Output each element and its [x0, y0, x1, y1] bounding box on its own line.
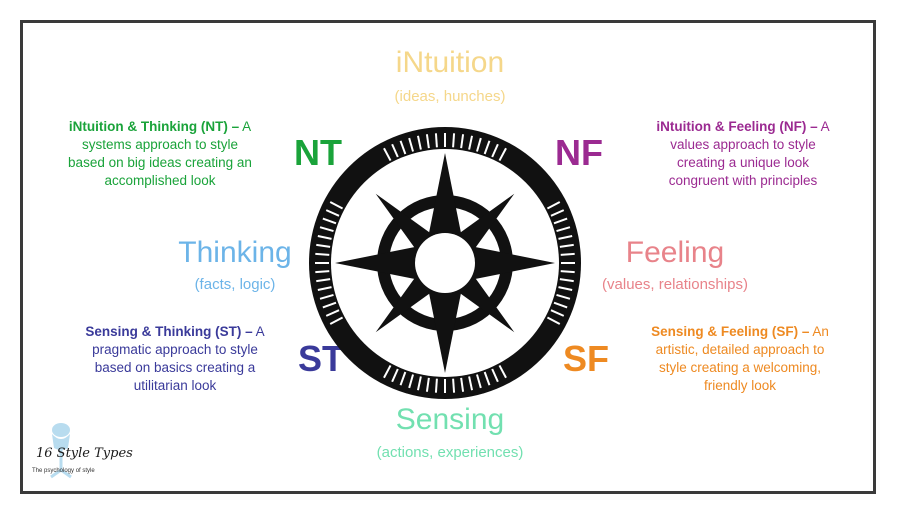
compass-tick [498, 147, 507, 162]
compass-tick [559, 278, 574, 283]
compass-tick [546, 316, 561, 325]
nf-description-line2: values approach to style [670, 137, 816, 152]
compass-tick [468, 376, 474, 391]
compass-tick [483, 140, 491, 155]
nf-description-line1: A [820, 119, 830, 134]
compass-tick [425, 134, 430, 149]
compass-tick [560, 252, 575, 256]
nf-code: NF [555, 132, 603, 173]
compass-center-hole [415, 233, 475, 293]
nf-description-line4: congruent with principles [668, 173, 818, 188]
compass-tick [460, 134, 465, 149]
compass-tick [317, 286, 332, 292]
compass-tick [416, 135, 422, 150]
compass-tick [452, 133, 456, 148]
compass-tick [476, 137, 482, 152]
compass-tick [434, 378, 438, 393]
nf-description-title: iNtuition & Feeling (NF) – [656, 119, 818, 134]
compass-tick [434, 133, 438, 148]
st-description-line3: based on basics creating a [94, 360, 256, 375]
compass-tick [325, 209, 340, 217]
nf-description-line3: creating a unique look [676, 155, 810, 170]
sf-description-line3: style creating a welcoming, [658, 360, 822, 375]
logo-title: 16 Style Types [36, 446, 133, 461]
nt-code: NT [294, 132, 342, 173]
nt-description-line2: systems approach to style [81, 137, 239, 152]
compass-tick [399, 140, 407, 155]
brand-logo: 16 Style Types The psychology of style [28, 422, 133, 482]
intuition-sublabel: (ideas, hunches) [394, 88, 506, 105]
feeling-label: Feeling [625, 236, 725, 269]
compass-tick [558, 286, 573, 292]
compass-tick [322, 301, 337, 309]
compass-tick [498, 364, 507, 379]
compass-tick [329, 201, 344, 210]
intuition-label: iNtuition [395, 46, 505, 79]
compass-tick [476, 374, 482, 389]
compass-tick [556, 226, 571, 232]
compass-tick [546, 201, 561, 210]
compass-tick [556, 294, 571, 300]
sf-description-line4: friendly look [703, 378, 777, 393]
st-code: ST [298, 338, 345, 379]
compass-tick [322, 217, 337, 225]
nt-description-title: iNtuition & Thinking (NT) – [68, 119, 240, 134]
sf-description-title: Sensing & Feeling (SF) – [651, 324, 810, 339]
compass-tick [315, 270, 330, 274]
compass-tick [560, 270, 575, 274]
logo-subtitle: The psychology of style [32, 468, 95, 474]
compass-tick [491, 143, 499, 158]
st-description-line4: utilitarian look [133, 378, 217, 393]
compass-tick [316, 278, 331, 283]
compass-tick [329, 316, 344, 325]
compass-tick [550, 309, 565, 317]
compass-tick [399, 371, 407, 386]
compass-tick [315, 252, 330, 256]
compass-tick [550, 209, 565, 217]
st-description: Sensing & Thinking (ST) – A pragmatic ap… [60, 323, 290, 395]
compass-tick [425, 377, 430, 392]
compass-tick [468, 135, 474, 150]
sf-code: SF [563, 338, 610, 379]
thinking-sublabel: (facts, logic) [194, 276, 276, 293]
nf-description: iNtuition & Feeling (NF) – A values appr… [628, 118, 858, 190]
compass-tick [317, 234, 332, 240]
compass-tick [460, 377, 465, 392]
compass-tick [391, 143, 399, 158]
sensing-label: Sensing [395, 403, 505, 436]
compass-tick [319, 294, 334, 300]
st-description-line1: A [255, 324, 265, 339]
sf-description-line1: An [812, 324, 829, 339]
nt-description: iNtuition & Thinking (NT) – A systems ap… [45, 118, 275, 190]
compass-tick [319, 226, 334, 232]
compass-tick [391, 368, 399, 383]
compass-tick [408, 137, 414, 152]
sf-description-line2: artistic, detailed approach to [655, 342, 825, 357]
compass-tick [491, 368, 499, 383]
feeling-sublabel: (values, relationships) [602, 276, 748, 293]
compass-tick [383, 147, 392, 162]
nt-description-line1: A [242, 119, 252, 134]
compass-tick [452, 378, 456, 393]
compass-tick [559, 243, 574, 248]
mannequin-icon [50, 423, 72, 479]
compass-tick [408, 374, 414, 389]
nt-description-line3: based on big ideas creating an [68, 155, 252, 170]
nt-description-line4: accomplished look [104, 173, 216, 188]
compass-tick [553, 217, 568, 225]
compass-tick [325, 309, 340, 317]
compass-tick [558, 234, 573, 240]
sensing-sublabel: (actions, experiences) [376, 444, 524, 461]
compass-tick-marks [315, 133, 575, 393]
sf-description: Sensing & Feeling (SF) – An artistic, de… [625, 323, 855, 395]
compass-tick [383, 364, 392, 379]
thinking-label: Thinking [178, 236, 292, 269]
compass-tick [416, 376, 422, 391]
compass-tick [483, 371, 491, 386]
compass-tick [316, 243, 331, 248]
compass-tick [553, 301, 568, 309]
st-description-title: Sensing & Thinking (ST) – [85, 324, 253, 339]
st-description-line2: pragmatic approach to style [92, 342, 258, 357]
compass-rose-icon [309, 127, 581, 399]
